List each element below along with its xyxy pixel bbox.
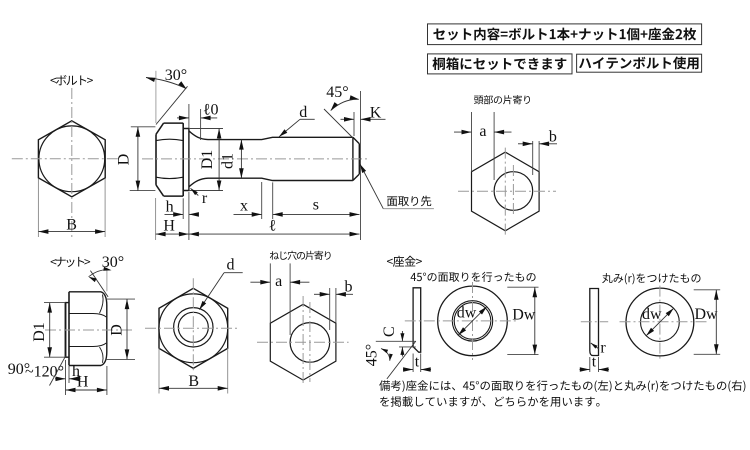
- svg-text:r: r: [600, 340, 606, 357]
- svg-text:h: h: [72, 363, 80, 380]
- svg-text:45°: 45°: [364, 344, 381, 366]
- svg-text:dw: dw: [642, 306, 662, 323]
- svg-text:r: r: [202, 190, 208, 207]
- svg-text:dw: dw: [457, 305, 477, 322]
- svg-text:D: D: [116, 154, 133, 166]
- svg-text:a: a: [479, 123, 486, 140]
- svg-text:t: t: [592, 354, 597, 371]
- svg-text:a: a: [275, 273, 282, 290]
- svg-text:ℓ: ℓ: [269, 218, 277, 235]
- svg-text:30°: 30°: [102, 254, 124, 271]
- svg-text:s: s: [313, 197, 319, 214]
- svg-text:b: b: [345, 279, 353, 296]
- svg-text:d: d: [299, 104, 307, 121]
- svg-text:D: D: [108, 324, 125, 336]
- svg-text:D1: D1: [199, 150, 216, 170]
- svg-text:30°: 30°: [165, 67, 187, 84]
- svg-text:D1: D1: [31, 322, 48, 342]
- svg-text:C: C: [381, 326, 398, 337]
- svg-text:B: B: [188, 373, 199, 390]
- svg-text:h: h: [166, 199, 174, 216]
- svg-text:H: H: [77, 374, 89, 391]
- svg-text:d: d: [227, 257, 235, 274]
- svg-text:x: x: [240, 198, 248, 215]
- svg-text:ℓ0: ℓ0: [203, 101, 219, 118]
- svg-text:d1: d1: [220, 153, 237, 169]
- svg-text:H: H: [163, 218, 175, 235]
- svg-text:Dw: Dw: [694, 306, 718, 323]
- svg-text:90°: 90°: [8, 361, 30, 378]
- svg-text:K: K: [370, 105, 382, 122]
- svg-text:B: B: [66, 216, 77, 233]
- svg-text:b: b: [549, 129, 557, 146]
- svg-text:t: t: [415, 354, 420, 371]
- svg-text:Dw: Dw: [512, 307, 536, 324]
- svg-text:45°: 45°: [326, 84, 348, 101]
